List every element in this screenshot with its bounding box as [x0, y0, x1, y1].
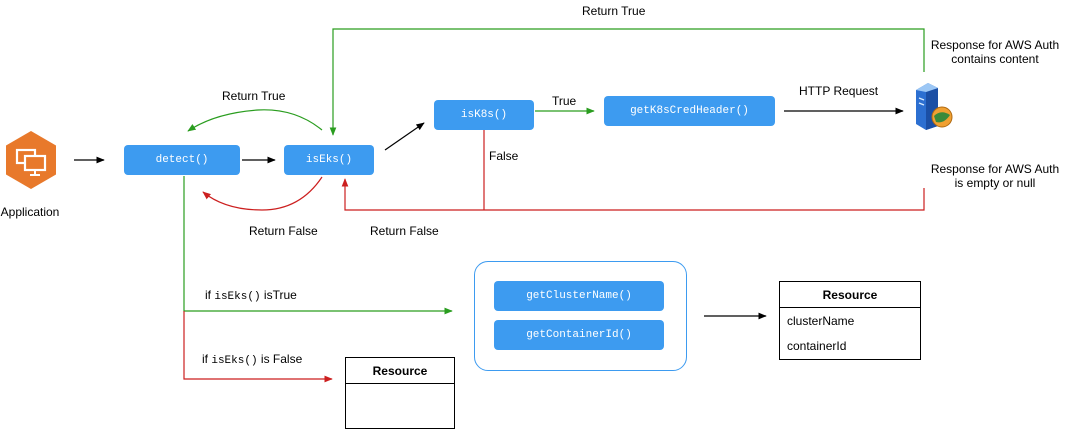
if-true-suffix: isTrue — [263, 288, 297, 302]
label-aws-content: Response for AWS Auth contains content — [926, 38, 1064, 66]
arrow-return-true-left — [187, 109, 323, 132]
label-http-request: HTTP Request — [799, 84, 879, 98]
arrow-iseks-to-isk8s — [384, 122, 425, 151]
getclustername-node: getClusterName() — [494, 281, 664, 311]
resource-table-empty: Resource — [345, 357, 455, 429]
label-return-true-top: Return True — [582, 4, 646, 18]
getcontainerid-node: getContainerId() — [494, 320, 664, 350]
label-true: True — [552, 94, 577, 108]
resource-field-clustername: clusterName — [787, 313, 855, 328]
isk8s-node: isK8s() — [434, 100, 534, 130]
iseks-node: isEks() — [284, 145, 374, 175]
if-false-prefix: if — [202, 352, 208, 366]
application-icon — [6, 131, 56, 189]
if-true-code: isEks() — [214, 291, 261, 303]
arrow-return-false-left — [202, 176, 323, 211]
label-false: False — [489, 149, 519, 163]
arrow-return-true-top — [329, 28, 925, 136]
if-false-suffix: is False — [260, 352, 303, 366]
label-aws-empty: Response for AWS Auth is empty or null — [926, 162, 1064, 190]
label-aws-empty-line1: Response for AWS Auth — [930, 162, 1060, 176]
label-aws-empty-line2: is empty or null — [954, 176, 1036, 190]
label-return-true-left: Return True — [222, 89, 286, 103]
resource-functions-group — [474, 261, 687, 371]
label-if-iseks-false: if isEks() is False — [202, 352, 302, 367]
application-label: Application — [0, 205, 60, 219]
label-if-iseks-true: if isEks() isTrue — [205, 288, 297, 303]
if-true-prefix: if — [205, 288, 211, 302]
if-false-code: isEks() — [211, 355, 258, 367]
arrow-if-false — [183, 311, 333, 383]
resource-table-title: Resource — [780, 282, 920, 308]
resource-table-filled: Resource clusterName containerId — [779, 281, 921, 360]
arrow-aws-empty — [341, 178, 925, 211]
getk8scredheader-node: getK8sCredHeader() — [604, 96, 775, 126]
label-aws-content-line2: contains content — [951, 52, 1039, 66]
resource-table-title: Resource — [346, 358, 454, 384]
server-icon — [916, 83, 953, 130]
label-return-false-left: Return False — [249, 224, 318, 238]
resource-field-containerid: containerId — [787, 338, 847, 353]
label-return-false-right: Return False — [370, 224, 439, 238]
detect-node: detect() — [124, 145, 240, 175]
label-aws-content-line1: Response for AWS Auth — [930, 38, 1060, 52]
